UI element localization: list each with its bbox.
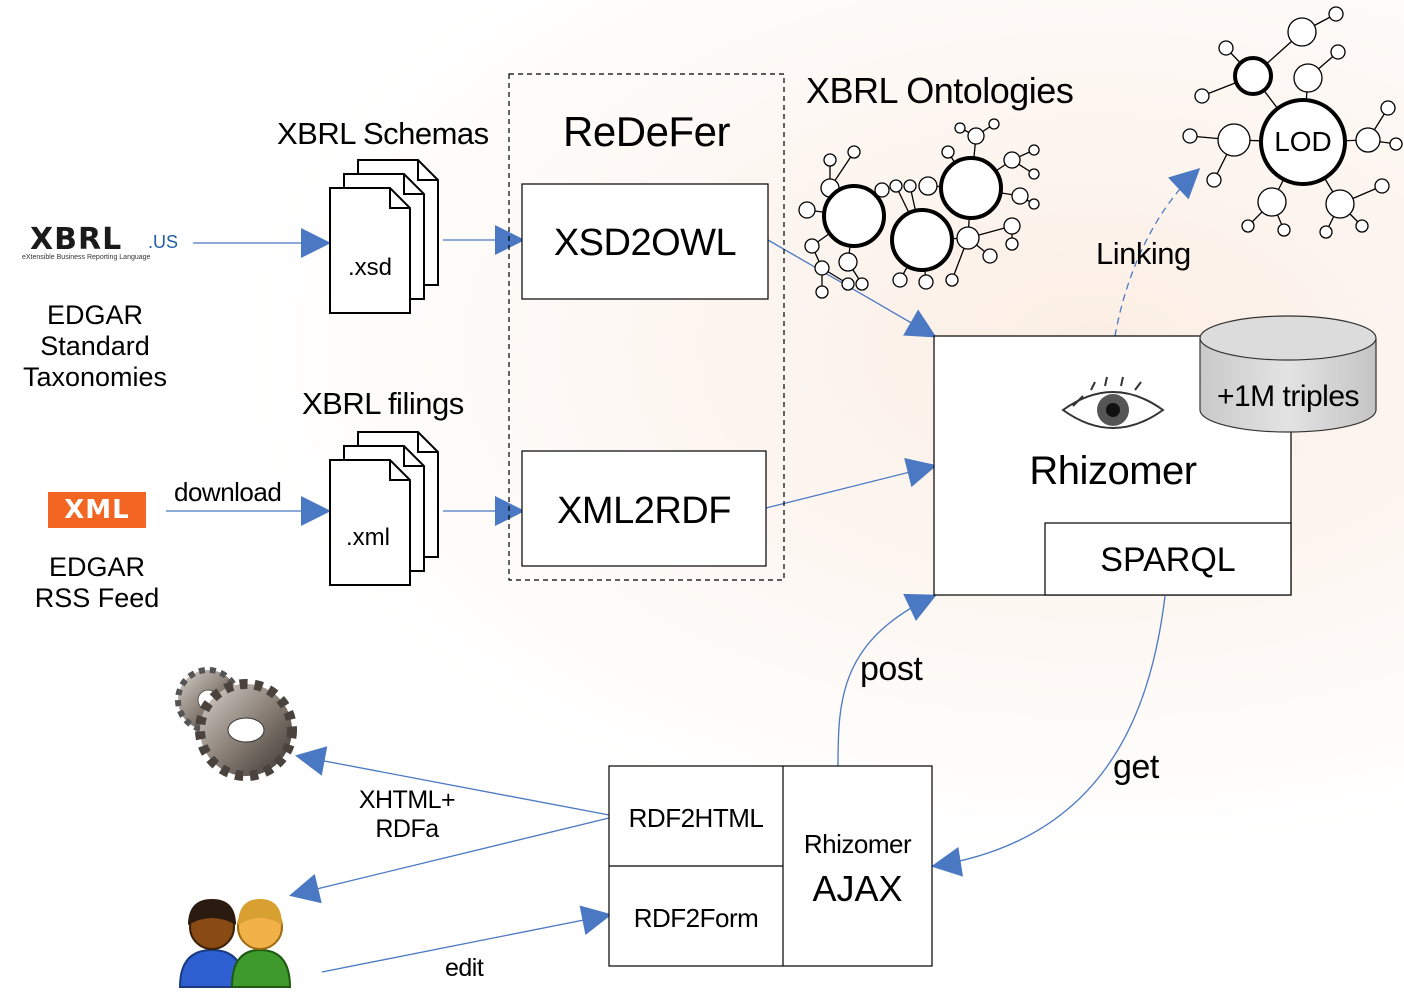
xbrl-logo-tagline: eXtensible Business Reporting Language [22, 254, 151, 261]
arrow-post [837, 593, 937, 767]
arrow-get [931, 595, 1166, 877]
xml2rdf-box [521, 450, 767, 567]
lod-label: LOD [1274, 126, 1332, 157]
linking-label: Linking [1096, 236, 1191, 271]
sparql-label: SPARQL [1100, 541, 1236, 579]
triples-database [1199, 315, 1377, 433]
get-label: get [1113, 748, 1159, 786]
lod-graph [1182, 6, 1403, 239]
xml-badge: XML [48, 492, 146, 528]
edgar-feed-label: EDGAR RSS Feed [34, 552, 160, 614]
ajax-label: AJAX [812, 868, 903, 909]
arrow-rdf2html-to-gears [295, 746, 610, 816]
gears-icon [175, 667, 297, 781]
xml-document-stack [329, 431, 439, 586]
xml2rdf-label: XML2RDF [557, 490, 731, 532]
triples-label: +1M triples [1216, 380, 1360, 413]
xbrl-filings-title: XBRL filings [302, 386, 464, 421]
arrow-xml2rdf-to-rhizomer [765, 457, 937, 509]
users-icon [178, 899, 292, 988]
xbrl-schemas-title: XBRL Schemas [277, 116, 489, 151]
sparql-box [1044, 522, 1292, 596]
redefer-title: ReDeFer [563, 108, 730, 155]
rhizomer-eye-icon [1061, 376, 1165, 429]
ontologies-graph [798, 118, 1040, 299]
rhizomer-title: Rhizomer [1029, 449, 1197, 493]
redefer-container [508, 73, 785, 581]
xsd-document-stack [329, 159, 439, 314]
ontologies-title: XBRL Ontologies [806, 70, 1074, 111]
arrow-users-to-rdf2form [321, 905, 612, 973]
edit-label: edit [445, 954, 484, 982]
post-label: post [860, 650, 923, 688]
xml-label: .xml [346, 524, 390, 551]
xbrl-logo-suffix: .US [148, 232, 179, 252]
xbrl-logo: XBRL .US eXtensible Business Reporting L… [22, 222, 188, 270]
download-label: download [174, 477, 282, 507]
xsd2owl-box [521, 183, 769, 300]
edgar-taxonomies-label: EDGAR Standard Taxonomies [22, 300, 168, 393]
arrows [166, 167, 1201, 973]
rdf2html-label: RDF2HTML [628, 803, 764, 833]
rdf2form-label: RDF2Form [633, 903, 759, 933]
xhtml-rdfa-label: XHTML+ RDFa [358, 786, 456, 843]
xsd-label: .xsd [348, 254, 393, 281]
ajax-rhizomer-label: Rhizomer [803, 829, 912, 859]
xsd2owl-label: XSD2OWL [553, 222, 737, 264]
xbrl-logo-text: XBRL [30, 222, 123, 257]
arrow-rdf2html-to-users [289, 817, 610, 904]
